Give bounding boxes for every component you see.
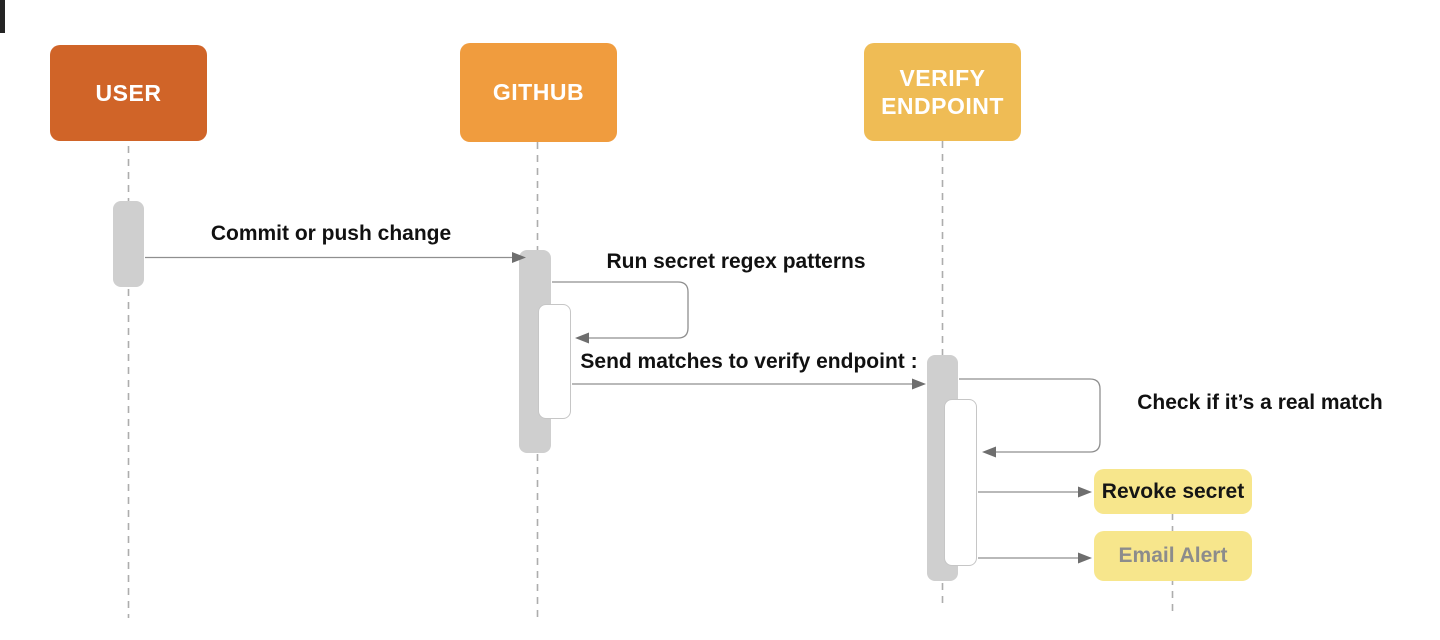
arrowhead-send-matches: [912, 378, 926, 390]
arrowhead-revoke: [1078, 486, 1092, 498]
user-activation-bar: [113, 201, 144, 287]
actor-box-github: GITHUB: [460, 43, 617, 142]
arrowhead-run-regex: [575, 332, 589, 344]
screen-edge-artifact: [0, 0, 5, 33]
arrowhead-check-match: [982, 446, 996, 458]
verify-nested-activation-bar: [944, 399, 977, 566]
message-label-run-regex: Run secret regex patterns: [606, 250, 866, 273]
message-label-commit: Commit or push change: [210, 222, 452, 245]
actor-box-verify-endpoint: VERIFY ENDPOINT: [864, 43, 1021, 141]
note-label-revoke-secret: Revoke secret: [1101, 479, 1245, 503]
message-label-send-matches: Send matches to verify endpoint :: [580, 350, 918, 373]
note-revoke-secret: Revoke secret: [1094, 469, 1252, 514]
actor-label-verify-endpoint: VERIFY ENDPOINT: [881, 64, 1004, 119]
actor-label-user: USER: [95, 79, 162, 106]
self-loop-check-match: [959, 378, 1101, 453]
actor-label-github: GITHUB: [492, 79, 585, 106]
note-email-alert: Email Alert: [1094, 531, 1252, 581]
note-label-email-alert: Email Alert: [1118, 544, 1228, 567]
actor-box-user: USER: [50, 45, 207, 141]
message-label-check-match: Check if it’s a real match: [1137, 391, 1383, 414]
github-nested-activation-bar: [538, 304, 571, 419]
arrowhead-email: [1078, 552, 1092, 564]
self-loop-run-regex: [552, 281, 689, 339]
